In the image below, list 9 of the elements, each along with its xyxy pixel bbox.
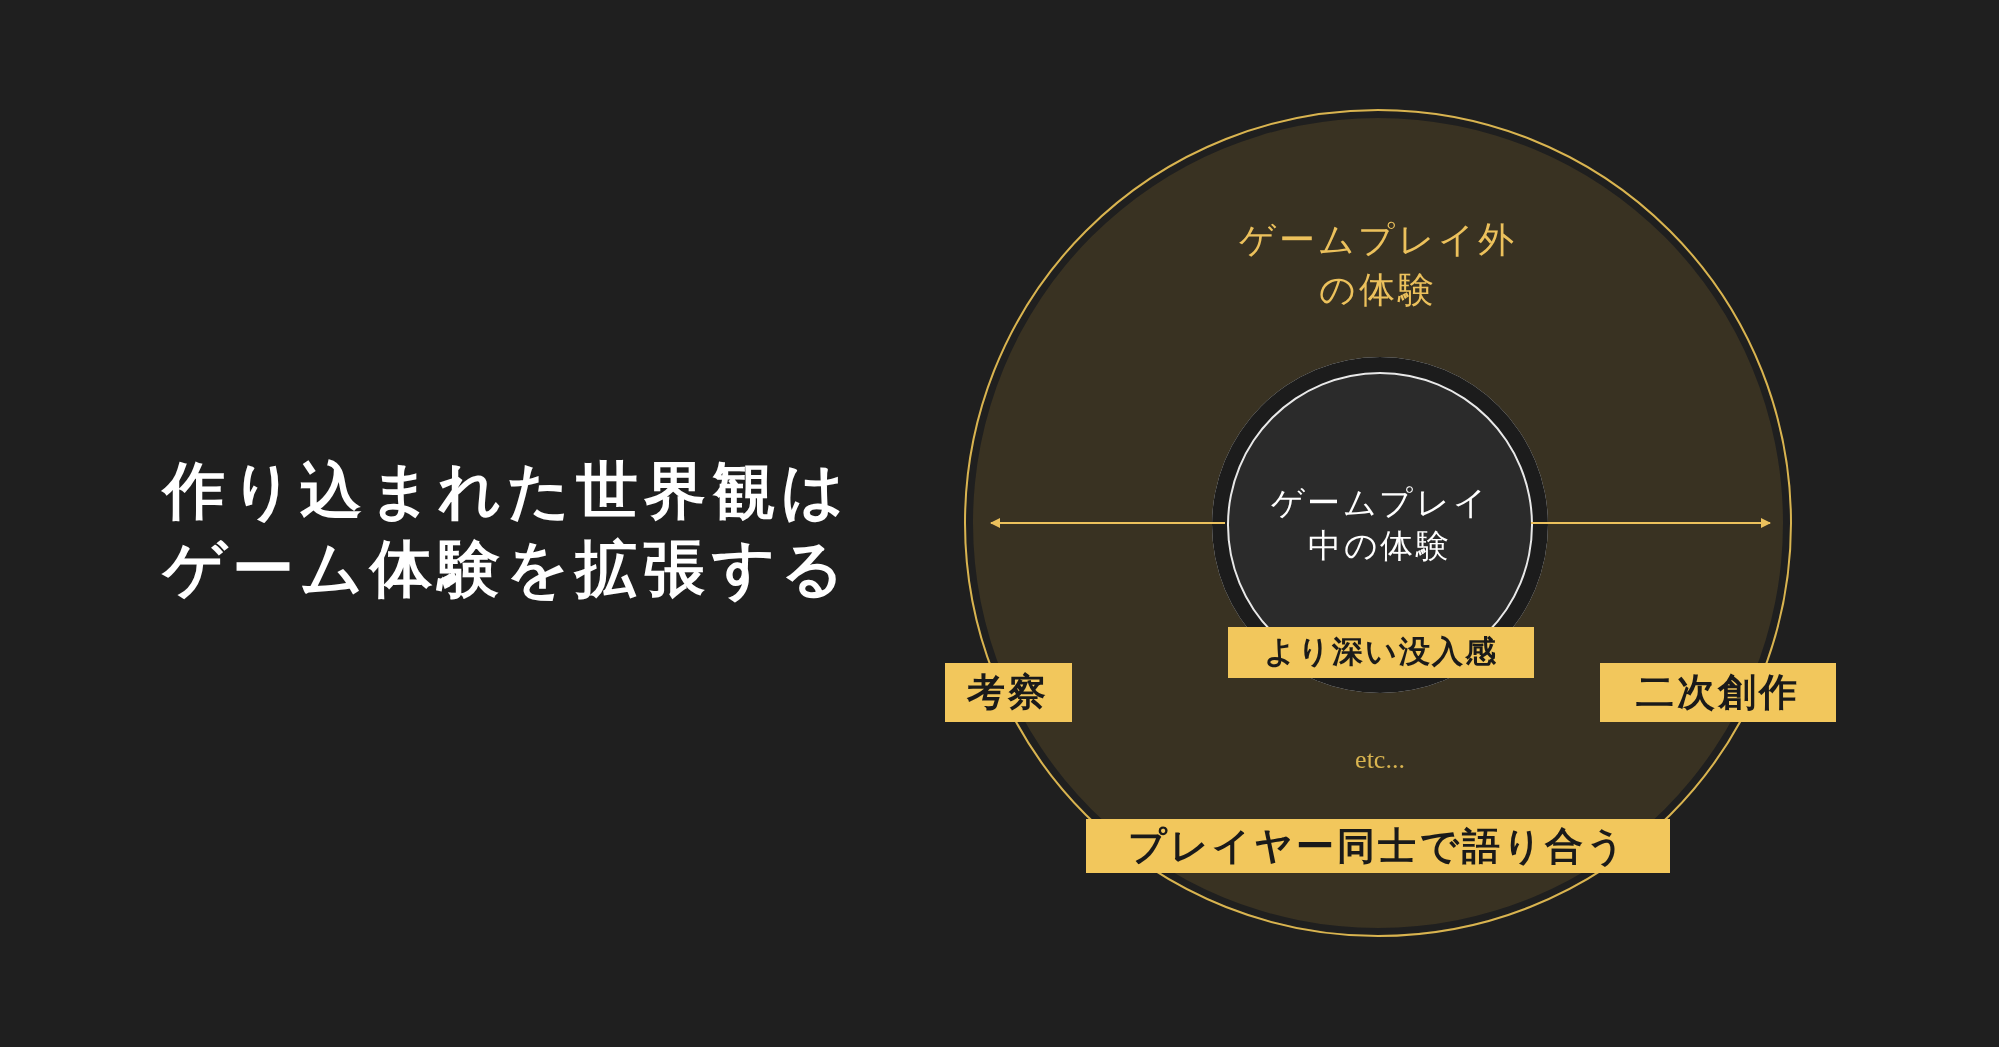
highlight-tag: より深い没入感 [1228,627,1534,678]
highlight-tag: 考察 [945,663,1072,722]
note-text: etc... [1354,744,1406,776]
arrow [990,518,1226,528]
page-title: 作り込まれた世界観はゲーム体験を拡張する [163,456,851,605]
arrow [1530,518,1771,528]
circle-title: ゲームプレイ外の体験 [1238,219,1518,313]
circle-title: ゲームプレイ中の体験 [1269,484,1491,566]
highlight-tag: 二次創作 [1600,663,1836,722]
